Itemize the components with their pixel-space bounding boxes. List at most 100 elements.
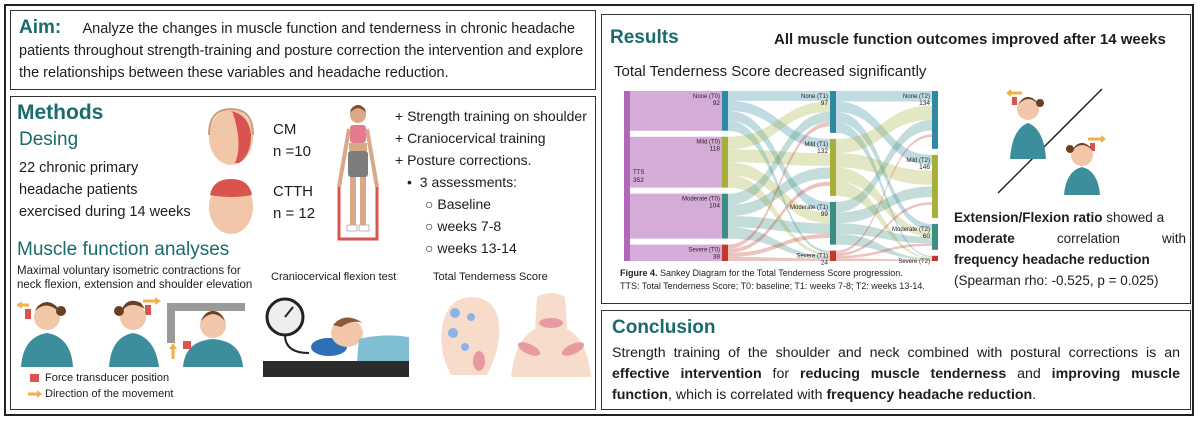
sankey-flow-t0-t1-none-severe	[728, 120, 830, 254]
sankey-node-t2-moderate	[932, 223, 938, 250]
design-text-3: exercised during 14 weeks	[19, 204, 191, 220]
sankey-flow-t1-t2-severe-moderate	[836, 243, 932, 259]
tts-face-illustration	[441, 297, 500, 375]
sankey-node-t2-none	[932, 91, 938, 149]
ctth-label: CTTH	[273, 183, 313, 200]
neck-extension-figure	[17, 301, 73, 367]
ctth-n: n = 12	[273, 205, 316, 222]
muscle-text-1: Maximal voluntary isometric contractions…	[17, 265, 241, 277]
exercise-woman-icon	[337, 105, 379, 241]
sankey-flow-t0-t1-moderate-severe	[728, 227, 830, 259]
intervention-2: + Craniocervical training	[395, 130, 546, 146]
design-text-1: 22 chronic primary	[19, 160, 139, 176]
sankey-value-t1-none: 97	[821, 100, 829, 107]
ratio-stats: (Spearman rho: -0.525, p = 0.025)	[954, 273, 1159, 288]
sankey-flow-t0-t1-moderate-mild	[728, 167, 830, 217]
sankey-node-t1-none	[830, 91, 836, 133]
sankey-flow-t1-t2-mild-severe	[836, 181, 932, 259]
assessment-3: weeks 13-14	[437, 240, 517, 256]
sankey-value-t0-moderate: 104	[709, 203, 720, 210]
muscle-title: Muscle function analyses	[17, 239, 230, 260]
sankey-node-t1-severe	[830, 250, 836, 261]
conclusion-t1: Strength training of the shoulder and ne…	[612, 345, 1180, 361]
sankey-label-t0-severe: Severe (T0)	[688, 248, 720, 254]
ratio-text-2: correlation	[1056, 231, 1120, 246]
sankey-value-t1-severe: 24	[821, 260, 829, 265]
sankey-value-root: 352	[633, 177, 644, 184]
ratio-bold-3: frequency headache reduction	[954, 252, 1150, 267]
direction-arrow-icon	[28, 390, 42, 398]
design-label: Desing	[19, 129, 79, 150]
tts-label: Total Tenderness Score	[433, 271, 548, 283]
shoulder-elevation-figure	[167, 303, 245, 367]
sankey-node-t1-moderate	[830, 201, 836, 245]
circle-bullet-icon: ○	[425, 240, 434, 256]
muscle-text-2: neck flexion, extension and shoulder ele…	[17, 279, 253, 291]
cm-head-icon	[208, 107, 254, 165]
cm-label: CM	[273, 121, 297, 138]
sankey-label-t2-none: None (T2)	[903, 94, 930, 100]
results-title: Results	[610, 27, 679, 48]
aim-section: Aim: Analyze the changes in muscle funct…	[10, 10, 596, 90]
sankey-value-t0-none: 92	[713, 100, 721, 107]
sankey-node-t0-mild	[722, 136, 728, 188]
aim-text: Analyze the changes in muscle function a…	[19, 21, 584, 81]
intervention-3: + Posture corrections.	[395, 152, 532, 168]
conclusion-t5: .	[1032, 387, 1037, 403]
circle-bullet-icon: ○	[425, 196, 434, 212]
conclusion-title: Conclusion	[612, 317, 716, 338]
sankey-label-t0-moderate: Moderate (T0)	[682, 197, 720, 203]
sankey-flow-t0-t1-severe-severe	[728, 256, 830, 261]
sankey-flow-t1-t2-severe-none	[836, 134, 932, 254]
sankey-flow-root-severe	[630, 244, 722, 261]
sankey-label-t1-severe: Severe (T1)	[796, 254, 828, 260]
assessment-1: Baseline	[437, 196, 492, 212]
craniocervical-test-illustration	[263, 297, 409, 377]
sankey-node-t2-mild	[932, 154, 938, 218]
legend-force: Force transducer position	[45, 372, 170, 384]
sankey-flow-t0-t1-moderate-moderate	[728, 216, 830, 234]
ratio-text-3: with	[1161, 231, 1186, 246]
conclusion-t3: and	[1006, 366, 1052, 382]
circle-bullet-icon: ○	[425, 218, 434, 234]
assessments-label: 3 assessments:	[419, 174, 518, 190]
sankey-flow-t1-t2-none-mild	[836, 101, 932, 166]
sankey-label-t1-none: None (T1)	[801, 94, 828, 100]
sankey-flow-t1-t2-none-none	[836, 91, 932, 102]
sankey-flow-t1-t2-mild-none	[836, 105, 932, 154]
sankey-flow-t0-t1-mild-severe	[728, 174, 830, 256]
sankey-flow-t1-t2-severe-mild	[836, 202, 932, 256]
sankey-node-t2-severe	[932, 255, 938, 261]
tts-statement: Total Tenderness Score decreased signifi…	[614, 63, 927, 80]
sankey-value-t1-moderate: 99	[821, 211, 829, 218]
results-headline: All muscle function outcomes improved af…	[774, 31, 1166, 48]
figure-caption-1: Sankey Diagram for the Total Tenderness …	[657, 268, 903, 278]
figure-caption-bold: Figure 4.	[620, 268, 658, 278]
sankey-label-t0-mild: Mild (T0)	[696, 140, 720, 146]
sankey-flow-t1-t2-none-severe	[836, 122, 932, 258]
poster-frame	[4, 4, 1194, 416]
sankey-flow-t0-t1-none-moderate	[728, 110, 830, 212]
sankey-flow-root-moderate	[630, 193, 722, 239]
sankey-flow-t0-t1-mild-mild	[728, 149, 830, 166]
sankey-flow-t0-t1-severe-none	[728, 122, 830, 249]
assessment-2: weeks 7-8	[437, 218, 502, 234]
ratio-bold-1: Extension/Flexion ratio	[954, 210, 1103, 225]
figure-caption-2: TTS: Total Tenderness Score; T0: baselin…	[620, 281, 925, 291]
conclusion-text: Strength training of the shoulder and ne…	[612, 343, 1180, 406]
sankey-flow-t1-t2-none-moderate	[836, 111, 932, 231]
sankey-node-t0-moderate	[722, 193, 728, 239]
sankey-label-t0-none: None (T0)	[693, 94, 720, 100]
sankey-flow-t0-t1-none-mild	[728, 100, 830, 149]
ratio-text-1: showed a	[1102, 210, 1165, 225]
conclusion-b4: frequency headache reduction	[826, 387, 1033, 403]
conclusion-section: Conclusion Strength training of the shou…	[601, 310, 1191, 410]
legend-direction: Direction of the movement	[45, 388, 174, 400]
sankey-flow-t0-t1-none-none	[728, 91, 830, 101]
sankey-flow-t1-t2-mild-moderate	[836, 167, 932, 237]
sankey-value-t0-severe: 38	[713, 254, 721, 261]
ctth-head-icon	[209, 179, 253, 234]
sankey-flow-t0-t1-severe-moderate	[728, 233, 830, 257]
sankey-flow-t1-t2-moderate-mild	[836, 186, 932, 224]
